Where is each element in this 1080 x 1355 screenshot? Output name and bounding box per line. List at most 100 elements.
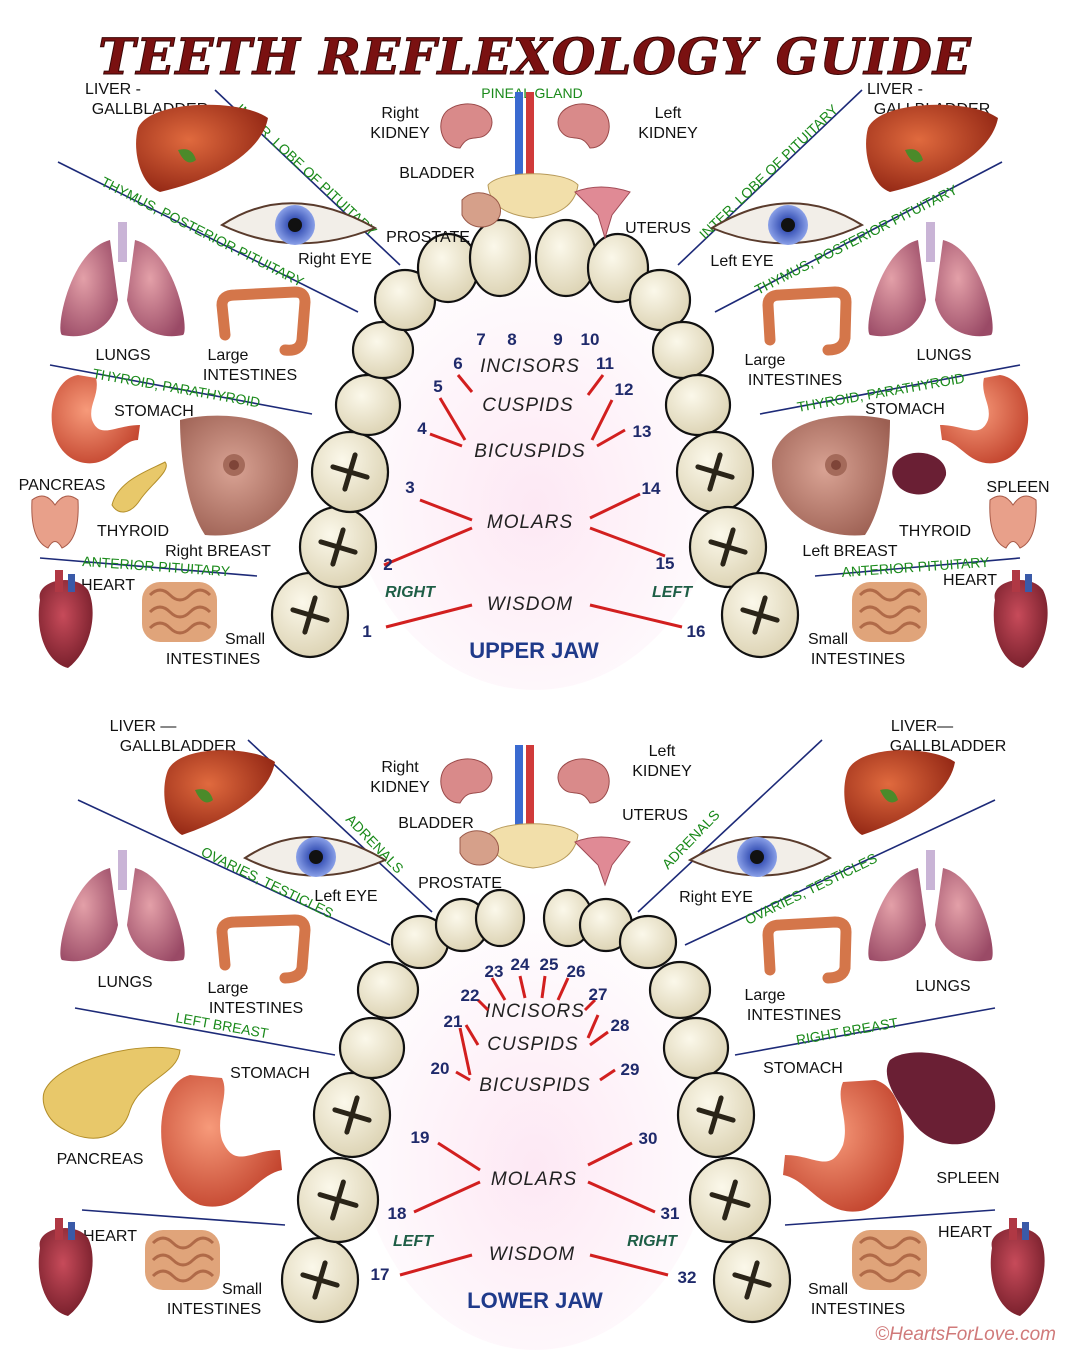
upper-r-liver-icon [866,104,998,192]
upper-r-spleen-label: SPLEEN [986,479,1049,496]
copyright-text: ©HeartsForLove.com [875,1324,1056,1345]
lower-tooth-number-18: 18 [388,1204,407,1223]
lower-l-stomach-label: STOMACH [230,1065,310,1082]
lower-r-lungs-label: LUNGS [915,978,970,995]
upper-tooth-14-fissure [695,452,735,492]
upper-r-spleen-icon [892,452,947,495]
upper-prostate-icon [461,192,501,228]
upper-molars-label: MOLARS [487,512,573,533]
upper-l-pancreas-icon [111,461,167,513]
upper-l-lungs-label: LUNGS [95,347,150,364]
lower-l-small-intestine-icon [145,1230,220,1290]
lower-connector-lines [399,975,669,1277]
upper-l-stomach-icon [51,375,140,464]
lower-r-spleen-icon [886,1052,996,1145]
upper-tooth-number-10: 10 [581,330,600,349]
lower-r-liver-label: LIVER—GALLBLADDER [890,718,1007,755]
lower-floor [355,890,715,1350]
upper-l-liver-icon [136,104,268,192]
upper-reference-lines [39,89,1021,577]
upper-tooth-number-6: 6 [453,354,462,373]
lower-right-side-label: RIGHT [627,1233,678,1250]
upper-tooth-9 [534,218,598,298]
upper-tooth-number-7: 7 [476,330,485,349]
lower-uterus-icon [574,836,631,887]
upper-r-breast-icon [771,415,890,536]
lower-tooth-18-fissure [317,1179,359,1221]
upper-l-stomach-label: STOMACH [114,403,194,420]
upper-tooth-number-16: 16 [687,622,706,641]
lower-cuspids-label: CUSPIDS [487,1034,578,1055]
upper-uterus-label: UTERUS [625,220,691,237]
lower-tooth-number-26: 26 [567,962,586,981]
upper-r-lungs-label: LUNGS [916,347,971,364]
lower-uterus-label: UTERUS [622,807,688,824]
upper-teeth [270,218,800,659]
upper-tooth-number-2: 2 [383,555,392,574]
lower-tooth-28 [648,960,712,1020]
upper-left-kidney-icon [557,103,610,149]
lower-wisdom-label: WISDOM [489,1244,575,1265]
upper-tooth-number-5: 5 [433,377,442,396]
upper-tooth-11 [628,268,692,332]
upper-connector-lines [383,374,683,629]
lower-reference-lines [74,739,996,1226]
upper-l-eye-label: Right EYE [298,251,372,268]
lower-tooth-number-31: 31 [661,1204,680,1223]
lower-r-large-intestine-icon [762,916,852,984]
upper-tooth-number-8: 8 [507,330,516,349]
upper-l-breast-label: Right BREAST [165,543,271,560]
upper-uterus-icon [574,186,631,240]
upper-prostate-label: PROSTATE [386,229,470,246]
upper-r-eye-label: Left EYE [710,253,773,270]
lower-left-side-label: LEFT [393,1233,434,1250]
lower-tooth-number-19: 19 [411,1128,430,1147]
upper-bladder-label: BLADDER [399,165,475,182]
lower-r-stomach-label: STOMACH [763,1060,843,1077]
lower-tooth-number-22: 22 [461,986,480,1005]
lower-tooth-32-fissure [732,1260,772,1300]
upper-tooth-1-fissure [290,595,330,635]
upper-l-large-intestine-icon [216,286,311,356]
lower-l-eye-icon [243,836,388,877]
lower-r-small-intestine-icon [852,1230,927,1290]
upper-cuspids-label: CUSPIDS [482,395,573,416]
lower-l-liver-icon [164,750,275,835]
lower-jaw-section: INCISORS CUSPIDS BICUSPIDS MOLARS WISDOM… [38,718,1045,1350]
lower-tooth-17-fissure [300,1260,340,1300]
lower-l-pancreas-icon [42,1046,181,1139]
lower-l-heart-icon [38,1218,93,1316]
page-title: TEETH REFLEXOLOGY GUIDE [98,27,972,86]
upper-palate [345,230,725,690]
upper-l-small-intestine-icon [142,582,217,642]
lower-bladder-label: BLADDER [398,815,474,832]
lower-tooth-21 [356,960,420,1020]
lower-bladder-icon [487,823,579,869]
lower-tooth-30-fissure [696,1095,736,1135]
upper-tooth-16-fissure [740,595,780,635]
lower-tooth-19-fissure [332,1095,372,1135]
lower-r-liver-icon [844,750,955,835]
lower-tooth-number-24: 24 [511,955,530,974]
upper-l-heart-label: HEART [81,577,135,594]
lower-tooth-20 [338,1016,406,1080]
lower-tooth-number-25: 25 [540,955,559,974]
upper-jaw-label: UPPER JAW [469,638,599,663]
upper-tooth-13 [664,373,732,437]
lower-tooth-24 [474,888,526,948]
upper-vessels-icon [515,92,534,182]
lower-teeth [280,888,792,1324]
lower-left-kidney-icon [557,758,610,804]
upper-r-eye-icon [709,202,865,245]
upper-r-large-intestine-icon [762,286,852,356]
upper-r-thyroid-label: THYROID [899,523,971,540]
lower-r-heart-label: HEART [938,1224,992,1241]
upper-tooth-3-fissure [330,452,370,492]
